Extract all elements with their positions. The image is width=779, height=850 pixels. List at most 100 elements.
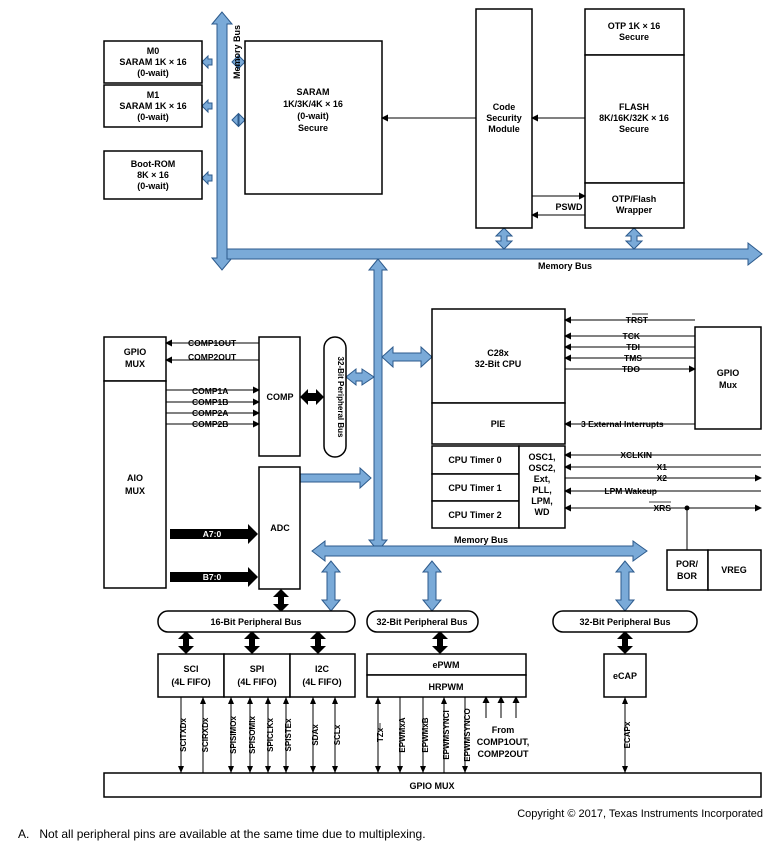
bootrom-line2: 8K × 16 [137, 170, 169, 180]
otp-line1: OTP 1K × 16 [608, 21, 661, 31]
pbus32a-label: 32-Bit Peripheral Bus [376, 617, 467, 627]
epwm-label: ePWM [433, 660, 460, 670]
peripheral-bus-labels: 16-Bit Peripheral Bus 32-Bit Peripheral … [210, 617, 670, 627]
csm-line3: Module [488, 124, 520, 134]
flash-bus-link [624, 227, 644, 250]
epwm-link [432, 631, 448, 654]
timer0-block [431, 445, 520, 475]
trst-label: TRST [626, 315, 649, 325]
spisimo-arrow-up [228, 697, 234, 704]
cpu-bus-link [381, 345, 433, 369]
ecap-arrow-up [622, 697, 628, 704]
saram-line4: Secure [298, 123, 328, 133]
hrpwm-label: HRPWM [429, 682, 464, 692]
comp1b-label: COMP1B [192, 397, 228, 407]
m1-bus-link [201, 98, 213, 114]
ecap-block [603, 653, 647, 698]
cpu-line2: 32-Bit CPU [475, 359, 522, 369]
pin-spiclk: SPICLKx [266, 718, 275, 752]
aio-mux [103, 380, 167, 589]
timer0-label: CPU Timer 0 [448, 455, 501, 465]
memory-bus-vertical [210, 11, 234, 271]
m0-bus-link [201, 54, 213, 70]
pin-scl: SCLx [333, 724, 342, 745]
spisimo-arrow-down [228, 766, 234, 773]
pin-labels: SCITXDx SCIRXDx SPISIMOx SPISOMIx SPICLK… [179, 708, 632, 761]
gpio-mux-bottom [103, 772, 762, 798]
pin-epwma: EPWMxA [398, 717, 407, 752]
footnote-text: A. Not all peripheral pins are available… [18, 827, 426, 841]
cpu-core [431, 308, 566, 404]
m0-block [103, 40, 203, 84]
por-block [666, 549, 709, 591]
flash-line3: Secure [619, 124, 649, 134]
osc-block [518, 445, 566, 529]
ecap-label: eCAP [613, 671, 637, 681]
flash-line2: 8K/16K/32K × 16 [599, 113, 669, 123]
osc-line2: OSC2, [528, 463, 555, 473]
pin-epwmb: EPWMxB [421, 717, 430, 752]
m1-line1: M1 [147, 90, 160, 100]
gpio-mux-bottom-label: GPIO MUX [409, 781, 454, 791]
spiclk-arrow-down [265, 766, 271, 773]
pbus32b-pill [552, 610, 698, 633]
otp-wrapper-line1: OTP/Flash [612, 194, 657, 204]
spi-line2: (4L FIFO) [237, 677, 276, 687]
xclkin-label: XCLKIN [620, 450, 652, 460]
csm-bus-link [494, 227, 514, 250]
osc-line3: Ext, [534, 474, 551, 484]
aio-mux-line1: AIO [127, 473, 143, 483]
csm-line2: Security [486, 113, 522, 123]
memory-connectors [381, 114, 586, 219]
xrs-junction [684, 505, 690, 511]
scirxd-arrow [200, 697, 206, 704]
sda-arrow-down [310, 766, 316, 773]
comp1out-label: COMP1OUT [188, 338, 237, 348]
scl-arrow-down [332, 766, 338, 773]
buses [201, 11, 763, 612]
memory-bus-vertical-label: Memory Bus [232, 25, 242, 79]
cpu-signal-labels: TRST TCK TDI TMS TDO 3 External Interrup… [581, 313, 671, 513]
memory-labels: M0 SARAM 1K × 16 (0-wait) M1 SARAM 1K × … [119, 21, 669, 271]
adc-label: ADC [270, 523, 290, 533]
gpio-mux-right [694, 326, 762, 430]
scitxd-arrow [178, 766, 184, 773]
spiclk-arrow-up [265, 697, 271, 704]
i2c-line1: I2C [315, 664, 330, 674]
timer1-label: CPU Timer 1 [448, 483, 501, 493]
pbus32b-label: 32-Bit Peripheral Bus [579, 617, 670, 627]
bootrom-line1: Boot-ROM [131, 159, 176, 169]
memory-section [103, 8, 685, 229]
from-comp-line3: COMP2OUT [477, 749, 529, 759]
saram-bus-link4 [238, 112, 246, 128]
gpio-mux-left-line1: GPIO [124, 347, 147, 357]
comp-label: COMP [267, 392, 294, 402]
comp-pbus-link [300, 389, 324, 405]
otp-line2: Secure [619, 32, 649, 42]
osc-line6: WD [535, 507, 550, 517]
peripheral-blocks [157, 653, 647, 698]
pin-ecap: ECAPx [623, 721, 632, 748]
ecap-link [617, 631, 633, 654]
tms-label: TMS [624, 353, 642, 363]
analog-signal-labels: COMP1OUT COMP2OUT COMP1A COMP1B COMP2A C… [188, 338, 237, 582]
pswd-label: PSWD [556, 202, 584, 212]
pie-label: PIE [491, 419, 506, 429]
m0-line1: M0 [147, 46, 160, 56]
saram-line3: (0-wait) [297, 111, 329, 121]
memory-bus-top [226, 241, 763, 267]
sci-link [178, 631, 194, 654]
saram-line1: SARAM [297, 87, 330, 97]
a-bus-arrow [170, 524, 258, 544]
pin-spiste: SPISTEx [284, 718, 293, 751]
m1-block [103, 84, 203, 128]
spisomi-arrow-up [247, 697, 253, 704]
lpm-wakeup-label: LPM Wakeup [604, 486, 657, 496]
comp1a-label: COMP1A [192, 386, 228, 396]
x2-label: X2 [657, 473, 668, 483]
black-buses [170, 389, 633, 654]
cpu-signals [564, 316, 762, 550]
pin-lines [180, 696, 626, 773]
tdi-label: TDI [626, 342, 640, 352]
comp-block [258, 336, 301, 457]
